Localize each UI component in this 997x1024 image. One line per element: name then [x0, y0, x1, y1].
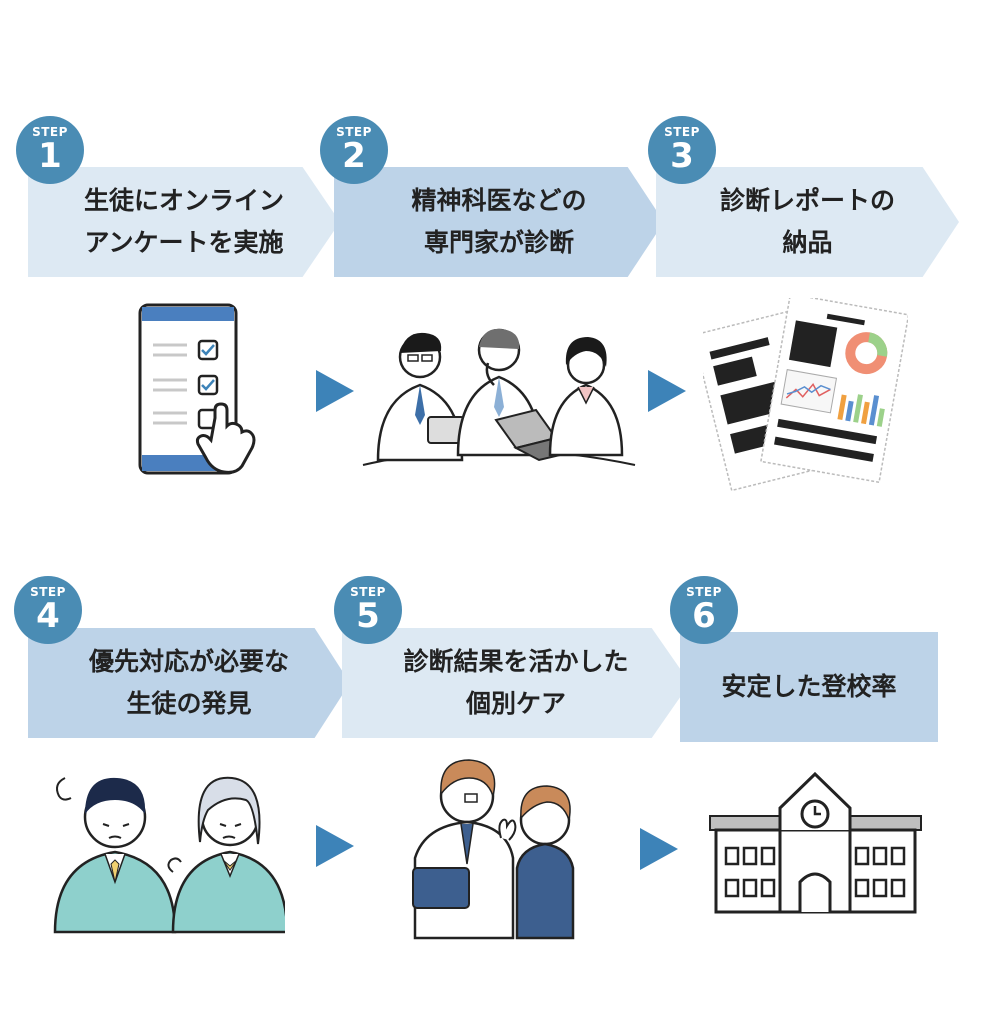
step-5-text-line2: 個別ケア — [465, 689, 566, 718]
teacher-student-icon — [412, 759, 575, 940]
step-2-badge: STEP 2 — [320, 116, 388, 184]
step-1-banner: 生徒にオンラインアンケートを実施 — [28, 167, 340, 277]
step-5-label: STEP — [350, 585, 386, 599]
flow-arrow-3 — [316, 825, 354, 867]
step-1-label: STEP — [32, 125, 68, 139]
step-4-badge: STEP 4 — [14, 576, 82, 644]
step-5-banner: 診断結果を活かした個別ケア — [342, 628, 690, 738]
step-3-banner: 診断レポートの納品 — [656, 167, 959, 277]
step-3-badge: STEP 3 — [648, 116, 716, 184]
step-1-number: 1 — [38, 136, 62, 176]
tablet-survey-icon — [138, 303, 256, 475]
step-1-text-line1: 生徒にオンライン — [83, 186, 284, 215]
step-2-text-line2: 専門家が診断 — [423, 228, 574, 257]
step-6-badge: STEP 6 — [670, 576, 738, 644]
school-building-icon — [709, 772, 922, 914]
step-6-number: 6 — [692, 596, 716, 636]
flow-arrow-2 — [648, 370, 686, 412]
step-5-text-line1: 診断結果を活かした — [403, 647, 629, 676]
step-4-text-line1: 優先対応が必要な — [88, 647, 289, 676]
flow-arrow-1 — [316, 370, 354, 412]
doctors-icon — [362, 328, 636, 466]
step-5-number: 5 — [356, 596, 380, 636]
step-1-badge: STEP 1 — [16, 116, 84, 184]
step-3-text-line1: 診断レポートの — [719, 186, 895, 215]
step-4-number: 4 — [36, 596, 60, 636]
report-icon — [703, 298, 908, 492]
step-5-badge: STEP 5 — [334, 576, 402, 644]
step-3-number: 3 — [670, 136, 694, 176]
step-4-banner: 優先対応が必要な生徒の発見 — [28, 628, 350, 738]
step-2-number: 2 — [342, 136, 366, 176]
step-3-text-line2: 納品 — [782, 228, 833, 257]
step-6-label: STEP — [686, 585, 722, 599]
step-2-banner: 精神科医などの専門家が診断 — [334, 167, 664, 277]
flow-arrow-4 — [640, 828, 678, 870]
step-3-label: STEP — [664, 125, 700, 139]
students-worried-icon — [53, 776, 285, 934]
step-2-label: STEP — [336, 125, 372, 139]
step-6-banner: 安定した登校率 — [680, 632, 938, 742]
step-2-text-line1: 精神科医などの — [411, 186, 587, 215]
step-4-label: STEP — [30, 585, 66, 599]
step-6-text-line1: 安定した登校率 — [721, 672, 897, 701]
step-4-text-line2: 生徒の発見 — [126, 689, 252, 718]
step-1-text-line2: アンケートを実施 — [84, 228, 284, 257]
